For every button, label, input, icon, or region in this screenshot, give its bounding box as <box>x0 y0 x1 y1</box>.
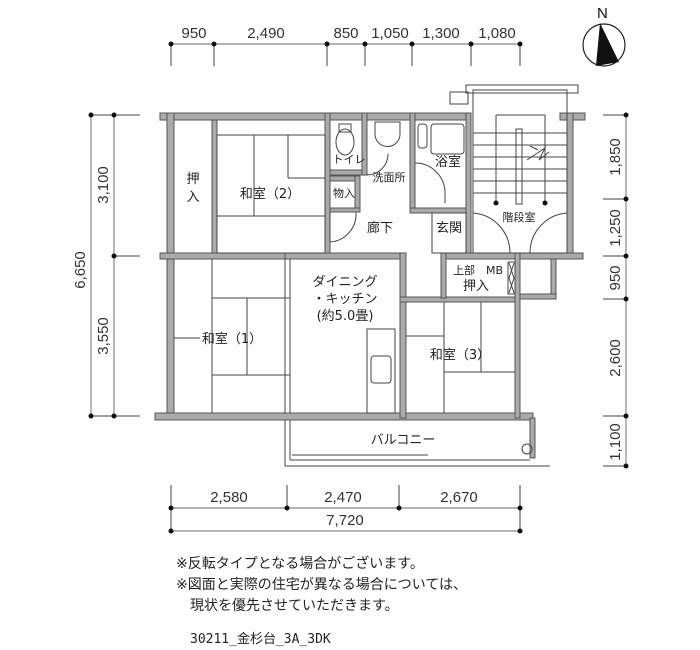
top-dimension: 950 2,490 850 1,050 1,300 1,080 <box>168 25 523 66</box>
dim-right-5: 1,100 <box>607 423 624 461</box>
windows-and-fixtures <box>174 84 579 467</box>
label-balcony: バルコニー <box>371 433 436 448</box>
left-dimension: 6,650 3,100 3,550 <box>72 112 140 419</box>
label-genkan: 玄関 <box>436 221 462 236</box>
label-rouka: 廊下 <box>367 220 393 236</box>
dim-top-1: 950 <box>181 25 206 42</box>
label-senmenjo: 洗面所 <box>373 171 406 184</box>
dim-left-total: 6,650 <box>72 251 89 289</box>
dim-top-5: 1,300 <box>422 25 460 42</box>
dim-top-2: 2,490 <box>247 25 285 42</box>
bottom-dimension: 2,580 2,470 2,670 7,720 <box>168 485 523 534</box>
label-oshiire-left: 押 <box>186 172 199 187</box>
dim-right-2: 1,250 <box>607 209 624 247</box>
dim-bottom-3: 2,670 <box>440 489 478 506</box>
label-oshiire-mid: 押入 <box>463 279 489 294</box>
label-dk-3: (約5.0畳) <box>317 309 374 324</box>
label-kaidanshitsu: 階段室 <box>503 210 536 224</box>
dim-right-3: 950 <box>607 265 624 290</box>
note-3: 現状を優先させていただきます。 <box>176 598 399 614</box>
compass-label: N <box>597 5 608 22</box>
dim-top-4: 1,050 <box>371 25 409 42</box>
label-washitsu-2: 和室（2） <box>240 186 300 202</box>
dim-right-1: 1,850 <box>607 138 624 176</box>
note-2: ※図面と実際の住宅が異なる場合については、 <box>176 577 468 593</box>
north-compass-icon: N <box>582 5 626 67</box>
label-dk-1: ダイニング <box>312 275 377 290</box>
dim-bottom-total: 7,720 <box>326 512 364 529</box>
dim-bottom-1: 2,580 <box>210 489 248 506</box>
dim-left-2: 3,550 <box>95 317 112 355</box>
label-washitsu-1: 和室（1） <box>202 331 262 347</box>
label-toilet: トイレ <box>333 153 366 166</box>
dim-left-1: 3,100 <box>95 166 112 204</box>
room-labels: 押 入 和室（2） トイレ 洗面所 物入 浴室 廊下 玄関 階段室 上部 MB … <box>186 153 535 448</box>
dimension-dots <box>493 200 548 206</box>
label-monoire: 物入 <box>333 186 355 200</box>
label-washitsu-3: 和室（3） <box>430 347 490 363</box>
plan-code: 30211_金杉台_3A_3DK <box>190 632 331 647</box>
walls <box>154 112 586 459</box>
label-upper-mb: 上部 MB <box>453 263 503 277</box>
label-oshiire-left-2: 入 <box>186 190 199 205</box>
dim-right-4: 2,600 <box>607 339 624 377</box>
dim-top-3: 850 <box>333 25 358 42</box>
notes: ※反転タイプとなる場合がございます。 ※図面と実際の住宅が異なる場合については、… <box>176 554 467 617</box>
note-1: ※反転タイプとなる場合がございます。 <box>176 556 424 572</box>
right-dimension: 1,850 1,250 950 2,600 1,100 <box>603 112 629 469</box>
dim-top-6: 1,080 <box>478 25 516 42</box>
label-yokushitsu: 浴室 <box>435 154 461 170</box>
label-dk-2: ・キッチン <box>312 292 377 307</box>
dim-bottom-2: 2,470 <box>324 489 362 506</box>
